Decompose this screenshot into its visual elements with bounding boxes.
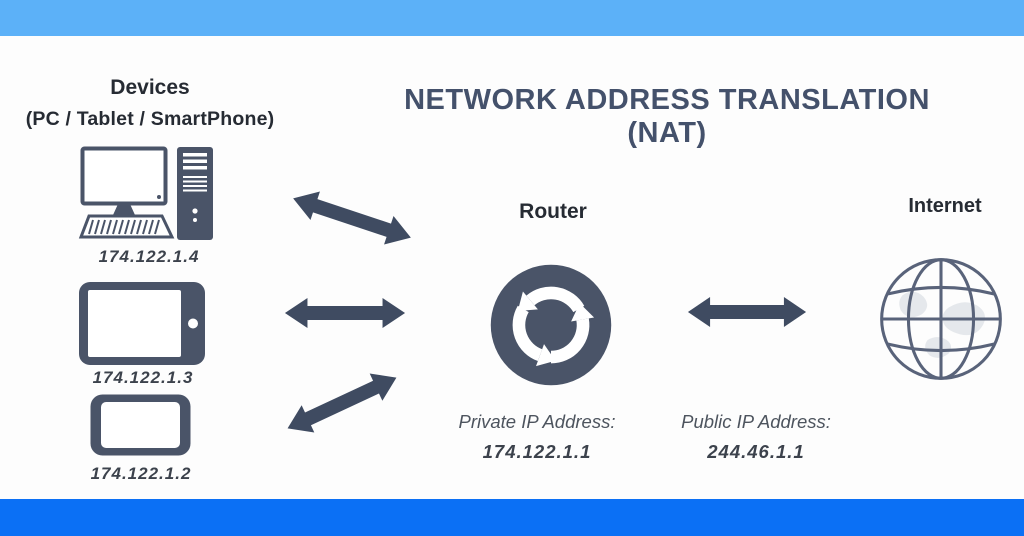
private-ip-block: Private IP Address: 174.122.1.1 xyxy=(427,410,647,463)
bottom-blue-bar xyxy=(0,499,1024,536)
pc-ip-label: 174.122.1.4 xyxy=(98,247,200,266)
tablet-router-double-arrow-icon xyxy=(284,298,406,328)
private-ip-value: 174.122.1.1 xyxy=(482,441,592,462)
pc-router-double-arrow-icon xyxy=(293,191,411,245)
private-ip-label: Private IP Address: xyxy=(458,411,616,432)
top-blue-bar xyxy=(0,0,1024,36)
public-ip-value: 244.46.1.1 xyxy=(707,441,805,462)
router-internet-double-arrow-icon xyxy=(687,297,807,327)
smartphone-ip-label: 174.122.1.2 xyxy=(90,464,192,483)
desktop-pc-icon xyxy=(78,146,213,240)
page-subtitle: (NAT) xyxy=(627,117,707,149)
title-block: NETWORK ADDRESS TRANSLATION (NAT) xyxy=(397,84,937,150)
page-title: NETWORK ADDRESS TRANSLATION xyxy=(404,84,930,116)
devices-subheading: (PC / Tablet / SmartPhone) xyxy=(25,108,275,130)
tablet-icon xyxy=(79,282,205,365)
smartphone-icon xyxy=(90,394,191,456)
tablet-ip-label: 174.122.1.3 xyxy=(92,368,194,387)
router-cycle-icon xyxy=(490,264,612,386)
phone-router-double-arrow-icon xyxy=(287,373,397,433)
public-ip-block: Public IP Address: 244.46.1.1 xyxy=(646,410,866,463)
public-ip-label: Public IP Address: xyxy=(681,411,831,432)
globe-icon xyxy=(880,258,1002,380)
internet-label: Internet xyxy=(908,195,982,217)
router-label: Router xyxy=(519,200,587,223)
devices-heading: Devices xyxy=(110,76,190,99)
devices-heading-block: Devices (PC / Tablet / SmartPhone) xyxy=(10,76,290,132)
